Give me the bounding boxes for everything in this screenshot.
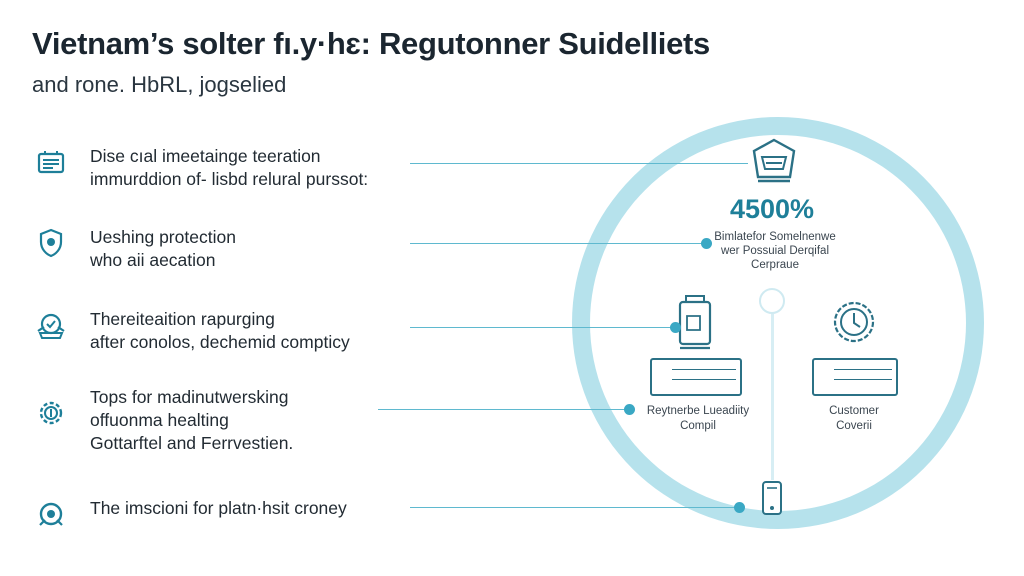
item-text: Ueshing protection who aii aecation	[90, 227, 236, 270]
right-node-label: Customer Coverii	[829, 405, 879, 432]
target-icon	[34, 497, 68, 531]
item-text: Dise cıal imeetainge teeration immurddio…	[90, 146, 369, 189]
award-badge-icon	[34, 308, 68, 342]
page-subtitle: and rone. HbRL, jogselied	[32, 72, 287, 97]
connector-line	[410, 243, 702, 244]
gear-icon	[34, 396, 68, 430]
connector-line	[410, 327, 672, 328]
stat-value: 4500%	[729, 194, 815, 224]
connector-dot	[624, 404, 635, 415]
center-stem	[771, 314, 774, 480]
connector-line	[378, 409, 626, 410]
server-card-right	[812, 358, 898, 396]
item-text: Tops for madinutwersking offuonma healti…	[90, 387, 294, 453]
item-text: Thereiteaition rapurging after conolos, …	[90, 309, 350, 352]
center-hub	[759, 288, 785, 314]
device-lock-icon	[672, 294, 718, 357]
item-text: The imscioni for platn·hsit croney	[90, 498, 347, 518]
list-item: The imscioni for platn·hsit croney	[34, 497, 347, 531]
list-item: Tops for madinutwersking offuonma healti…	[34, 386, 293, 455]
page-title: Vietnam’s solter fı.y·hɛ: Regutonner Sui…	[32, 26, 710, 61]
connector-line	[410, 507, 736, 508]
server-card-left	[650, 358, 742, 396]
left-node-label: Reytnerbe Lueadiity Compil	[646, 405, 750, 432]
phone-icon	[760, 480, 784, 521]
shield-crest-icon	[748, 137, 800, 194]
clock-icon	[830, 298, 878, 351]
connector-line	[410, 163, 748, 164]
list-item: Ueshing protection who aii aecation	[34, 226, 236, 272]
shield-icon	[34, 226, 68, 260]
list-item: Thereiteaition rapurging after conolos, …	[34, 308, 350, 354]
stat-caption: Bimlatefor Somelnenwe wer Possuial Derqi…	[714, 231, 836, 271]
connector-dot	[701, 238, 712, 249]
connector-dot	[734, 502, 745, 513]
connector-dot	[670, 322, 681, 333]
list-item: Dise cıal imeetainge teeration immurddio…	[34, 145, 368, 191]
dashboard-icon	[34, 145, 68, 179]
diagram-center	[590, 135, 966, 511]
